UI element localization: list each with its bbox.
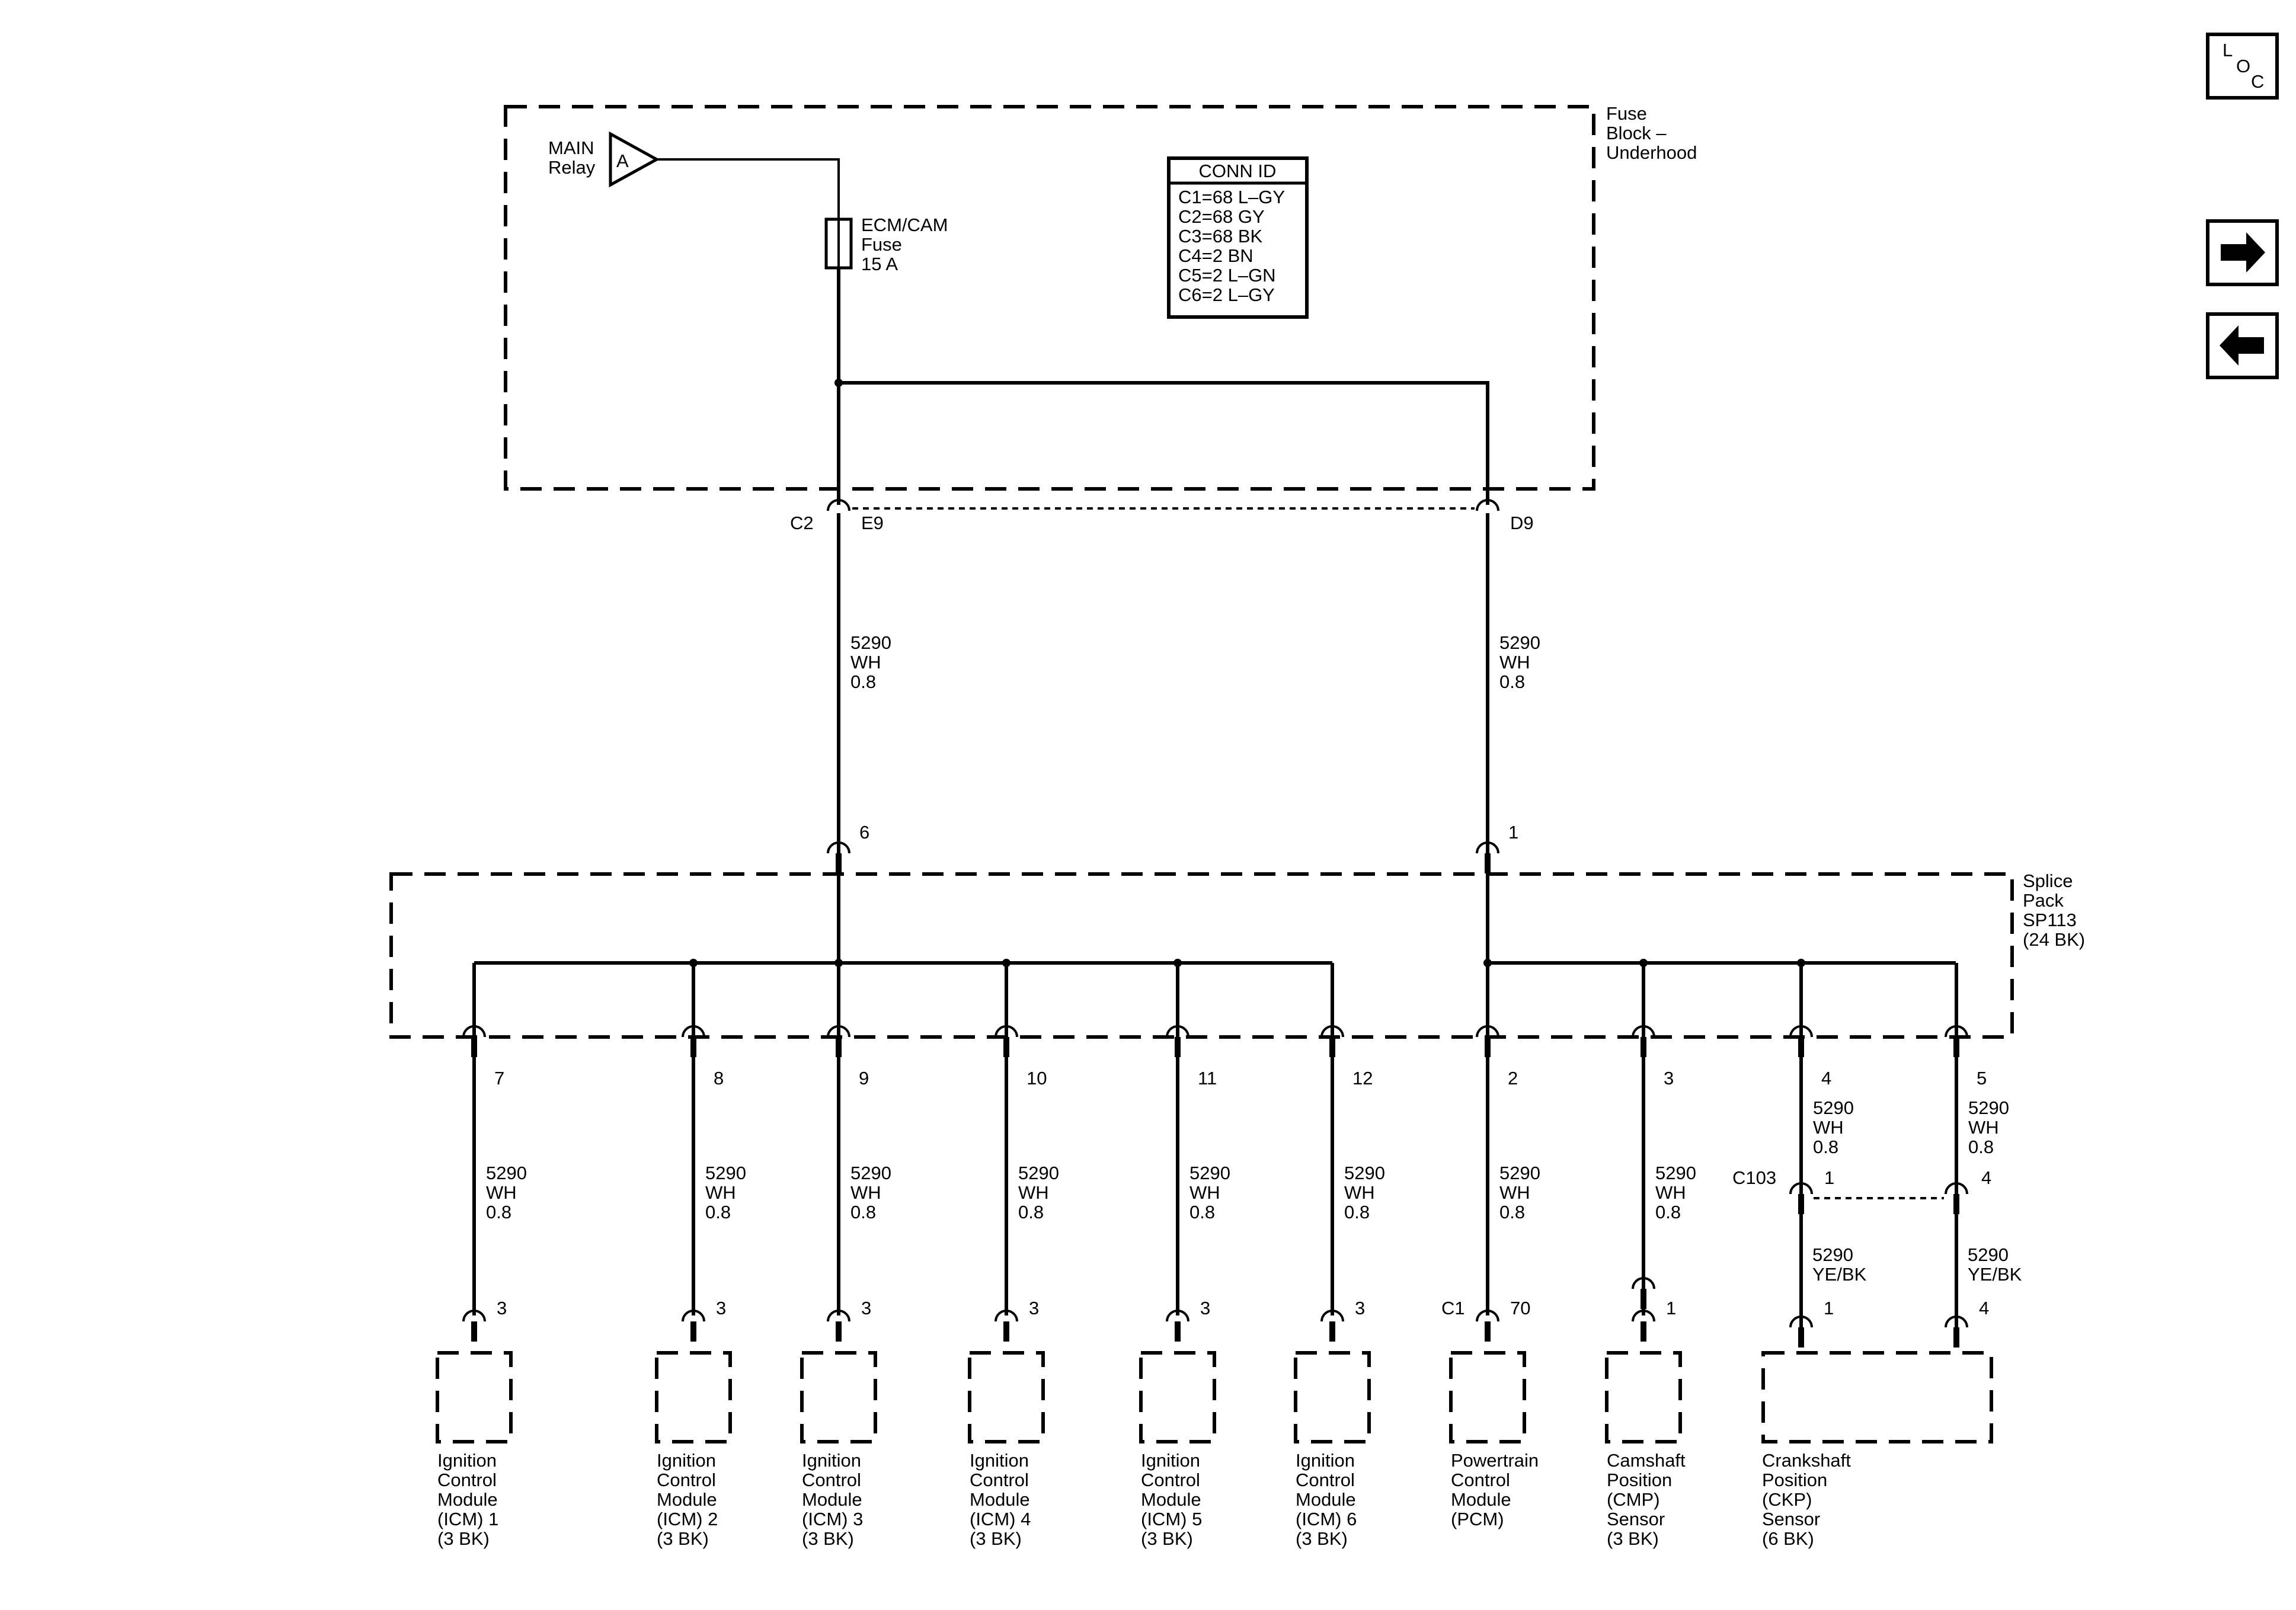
ckp-sensor-label: Crankshaft Position (CKP) Sensor (6 BK) xyxy=(1762,1450,1856,1549)
component-pin-label: 3 xyxy=(1029,1298,1039,1318)
component-pin-label: 3 xyxy=(861,1298,871,1318)
svg-text:6: 6 xyxy=(859,822,869,843)
component-box xyxy=(1139,1351,1216,1443)
arrow-left-icon xyxy=(2220,325,2264,366)
component-pin-label: 4 xyxy=(1979,1298,1989,1318)
conn-id-table: CONN ID C1=68 L–GY C2=68 GY C3=68 BK C4=… xyxy=(1167,156,1309,319)
splice-pin-label: 11 xyxy=(1198,1068,1217,1089)
splice-pin-label: 3 xyxy=(1664,1068,1674,1089)
splice-pin-label: 10 xyxy=(1027,1068,1047,1089)
conn-id-rows: C1=68 L–GY C2=68 GY C3=68 BK C4=2 BN C5=… xyxy=(1178,187,1290,305)
next-page-button[interactable] xyxy=(2206,219,2279,286)
connector-c103-label: C103 xyxy=(1732,1167,1776,1188)
component-box xyxy=(800,1351,877,1443)
svg-text:1: 1 xyxy=(1508,822,1518,843)
splice-pin-label: 4 xyxy=(1821,1068,1831,1089)
main-relay-label: MAIN Relay xyxy=(548,137,599,178)
connector-c2-e9: C2 E9 xyxy=(790,492,884,533)
component-box xyxy=(1294,1351,1371,1443)
ckp-sensor: Crankshaft Position (CKP) Sensor (6 BK) xyxy=(1761,1351,1993,1549)
component-pin-label: 3 xyxy=(497,1298,507,1318)
component-pin-label: 70 xyxy=(1510,1298,1530,1318)
left-trunk-wire-label: 5290 WH 0.8 xyxy=(850,632,897,692)
connector-c103-pin-4: 4 xyxy=(1981,1167,1991,1188)
ckp-wire-a-label: 5290 YE/BK xyxy=(1812,1244,1867,1285)
main-relay-letter: A xyxy=(616,151,629,171)
splice-input-pin-1: 1 xyxy=(1476,822,1518,873)
splice-pin-label: 12 xyxy=(1352,1068,1373,1089)
location-button[interactable]: L O C xyxy=(2206,33,2279,100)
component-box xyxy=(436,1351,513,1443)
component-pin-label: 3 xyxy=(1200,1298,1210,1318)
component-box xyxy=(1605,1351,1682,1443)
location-icon-letter-l: L xyxy=(2223,40,2233,60)
arrow-right-icon xyxy=(2221,232,2265,273)
connector-c2-label: C2 xyxy=(790,513,814,533)
connector-e9-label: E9 xyxy=(861,513,884,533)
component-pin-label: 3 xyxy=(1355,1298,1365,1318)
fuse-block-label: Fuse Block – Underhood xyxy=(1606,103,1697,163)
splice-pin-label: 2 xyxy=(1508,1068,1518,1089)
ecm-cam-fuse-label: ECM/CAM Fuse 15 A xyxy=(861,215,953,274)
conn-id-title: CONN ID xyxy=(1199,161,1277,181)
component-box xyxy=(1449,1351,1526,1443)
main-relay-triangle-icon xyxy=(609,131,660,188)
connector-c103-pin-1: 1 xyxy=(1824,1167,1834,1188)
previous-page-button[interactable] xyxy=(2206,312,2279,379)
component-box xyxy=(968,1351,1045,1443)
component-pin-label: 1 xyxy=(1824,1298,1834,1318)
splice-pin-label: 8 xyxy=(714,1068,724,1089)
component-pin-label: 3 xyxy=(716,1298,726,1318)
splice-pin-label: 9 xyxy=(859,1068,869,1089)
connector-c103: C103 1 4 5290 YE/BK 5290 YE/BK xyxy=(1732,1167,2022,1285)
connector-d9: D9 xyxy=(1476,492,1534,533)
splice-input-pin-6: 6 xyxy=(827,822,869,873)
connector-d9-label: D9 xyxy=(1510,513,1534,533)
component-box xyxy=(655,1351,732,1443)
location-icon-letter-c: C xyxy=(2251,71,2264,92)
right-trunk-wire-label: 5290 WH 0.8 xyxy=(1499,632,1546,692)
splice-pin-label: 7 xyxy=(494,1068,504,1089)
fuse-block-underhood: Fuse Block – Underhood MAIN Relay A ECM/… xyxy=(504,103,1697,492)
splice-pack-label: Splice Pack SP113 (24 BK) xyxy=(2023,870,2085,950)
component-connector-label: C1 xyxy=(1441,1298,1465,1318)
splice-pack-sp113: Splice Pack SP113 (24 BK) xyxy=(389,870,2085,1039)
splice-pin-label: 5 xyxy=(1977,1068,1987,1089)
location-icon-letter-o: O xyxy=(2236,56,2250,76)
component-pin-label: 1 xyxy=(1666,1298,1676,1318)
ckp-wire-b-label: 5290 YE/BK xyxy=(1968,1244,2022,1285)
